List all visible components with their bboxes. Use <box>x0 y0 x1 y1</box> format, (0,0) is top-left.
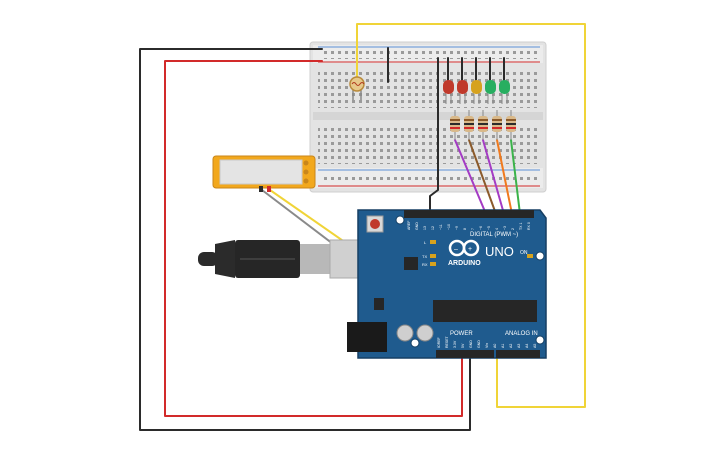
bottom-pin-labels: IOREF RESET 3.3V 5V GND GND Vin A0 A1 A2 A3 A4 A5 <box>437 335 537 348</box>
infinity-logo-icon: – + <box>448 239 480 257</box>
digital-pin-label: 13 <box>423 226 427 230</box>
resistor-array <box>450 110 516 140</box>
resistor <box>450 110 460 140</box>
led-green-1 <box>485 80 496 104</box>
analog-header <box>496 350 540 358</box>
digital-pin-label: 2 <box>511 228 515 230</box>
wire-brown <box>468 139 497 215</box>
digital-pin-label: 7 <box>471 228 475 230</box>
wire-purple <box>454 139 487 215</box>
power-analog-pin-label: 5V <box>461 343 465 348</box>
arduino-logo-text: ARDUINO <box>448 260 481 267</box>
power-analog-pin-label: A2 <box>509 344 513 348</box>
digital-pin-label: AREF <box>407 221 411 230</box>
digital-pin-label: ~3 <box>503 226 507 230</box>
power-label: POWER <box>450 331 473 337</box>
sensor-module <box>212 155 316 192</box>
arduino-board: – + ARDUINO UNO DIGITAL (PWM ~) ANALOG I… <box>347 209 547 359</box>
resistor <box>506 110 516 140</box>
svg-text:–: – <box>454 246 458 253</box>
rx-label: RX <box>422 262 428 267</box>
resistor <box>478 110 488 140</box>
led-yellow <box>471 80 482 104</box>
board-model: UNO <box>485 244 514 259</box>
wire-black-gnd <box>139 48 471 431</box>
digital-pin-label: ~11 <box>439 224 443 230</box>
wire-red-5v <box>164 60 463 417</box>
top-pin-labels: AREF GND 13 12 ~11 ~10 ~9 8 7 ~6 ~5 4 ~3 2 TX 1 RX 0 <box>407 221 531 230</box>
l-label: L <box>424 240 427 245</box>
wire-orange <box>496 139 513 215</box>
breadboard <box>309 41 547 193</box>
digital-pin-label: 12 <box>431 226 435 230</box>
digital-pin-label: GND <box>415 222 419 230</box>
wire-purple-2 <box>482 139 505 215</box>
wires <box>139 23 586 431</box>
digital-pin-label: ~10 <box>447 224 451 230</box>
digital-header <box>404 210 534 218</box>
resistor <box>464 110 474 140</box>
power-header <box>436 350 494 358</box>
wire-green <box>510 139 521 215</box>
digital-pin-label: ~5 <box>487 226 491 230</box>
dc-barrel-jack-icon <box>347 322 387 352</box>
analog-label: ANALOG IN <box>505 331 538 337</box>
wire-yellow-ldr <box>356 23 586 408</box>
digital-pin-label: 8 <box>463 228 467 230</box>
power-analog-pin-label: Vin <box>485 343 489 348</box>
power-analog-pin-label: 3.3V <box>453 340 457 348</box>
photoresistor <box>349 76 365 100</box>
resistor <box>492 110 502 140</box>
on-label: ON <box>520 250 528 256</box>
power-analog-pin-label: A4 <box>525 344 529 348</box>
power-analog-pin-label: A3 <box>517 344 521 348</box>
digital-pin-label: RX 0 <box>527 222 531 230</box>
power-analog-pin-label: A5 <box>533 344 537 348</box>
led-green-2 <box>499 80 510 104</box>
power-analog-pin-label: GND <box>477 340 481 348</box>
led-red-2 <box>457 80 468 104</box>
wire-black-gnd2 <box>429 57 439 215</box>
power-analog-pin-label: IOREF <box>437 337 441 348</box>
tx-label: TX <box>422 254 427 259</box>
usb-connector-icon <box>198 239 361 279</box>
power-analog-pin-label: A0 <box>493 344 497 348</box>
digital-pin-label: TX 1 <box>519 223 523 230</box>
svg-text:+: + <box>468 246 472 253</box>
digital-label: DIGITAL (PWM ~) <box>470 232 518 238</box>
led-red-1 <box>443 80 454 104</box>
microcontroller-chip <box>433 300 537 322</box>
digital-pin-label: 4 <box>495 228 499 230</box>
reset-button-icon <box>366 215 384 233</box>
led-array <box>443 80 510 104</box>
power-analog-pin-label: A1 <box>501 344 505 348</box>
power-analog-pin-label: GND <box>469 340 473 348</box>
digital-pin-label: ~6 <box>479 226 483 230</box>
digital-pin-label: ~9 <box>455 226 459 230</box>
power-analog-pin-label: RESET <box>445 335 449 348</box>
